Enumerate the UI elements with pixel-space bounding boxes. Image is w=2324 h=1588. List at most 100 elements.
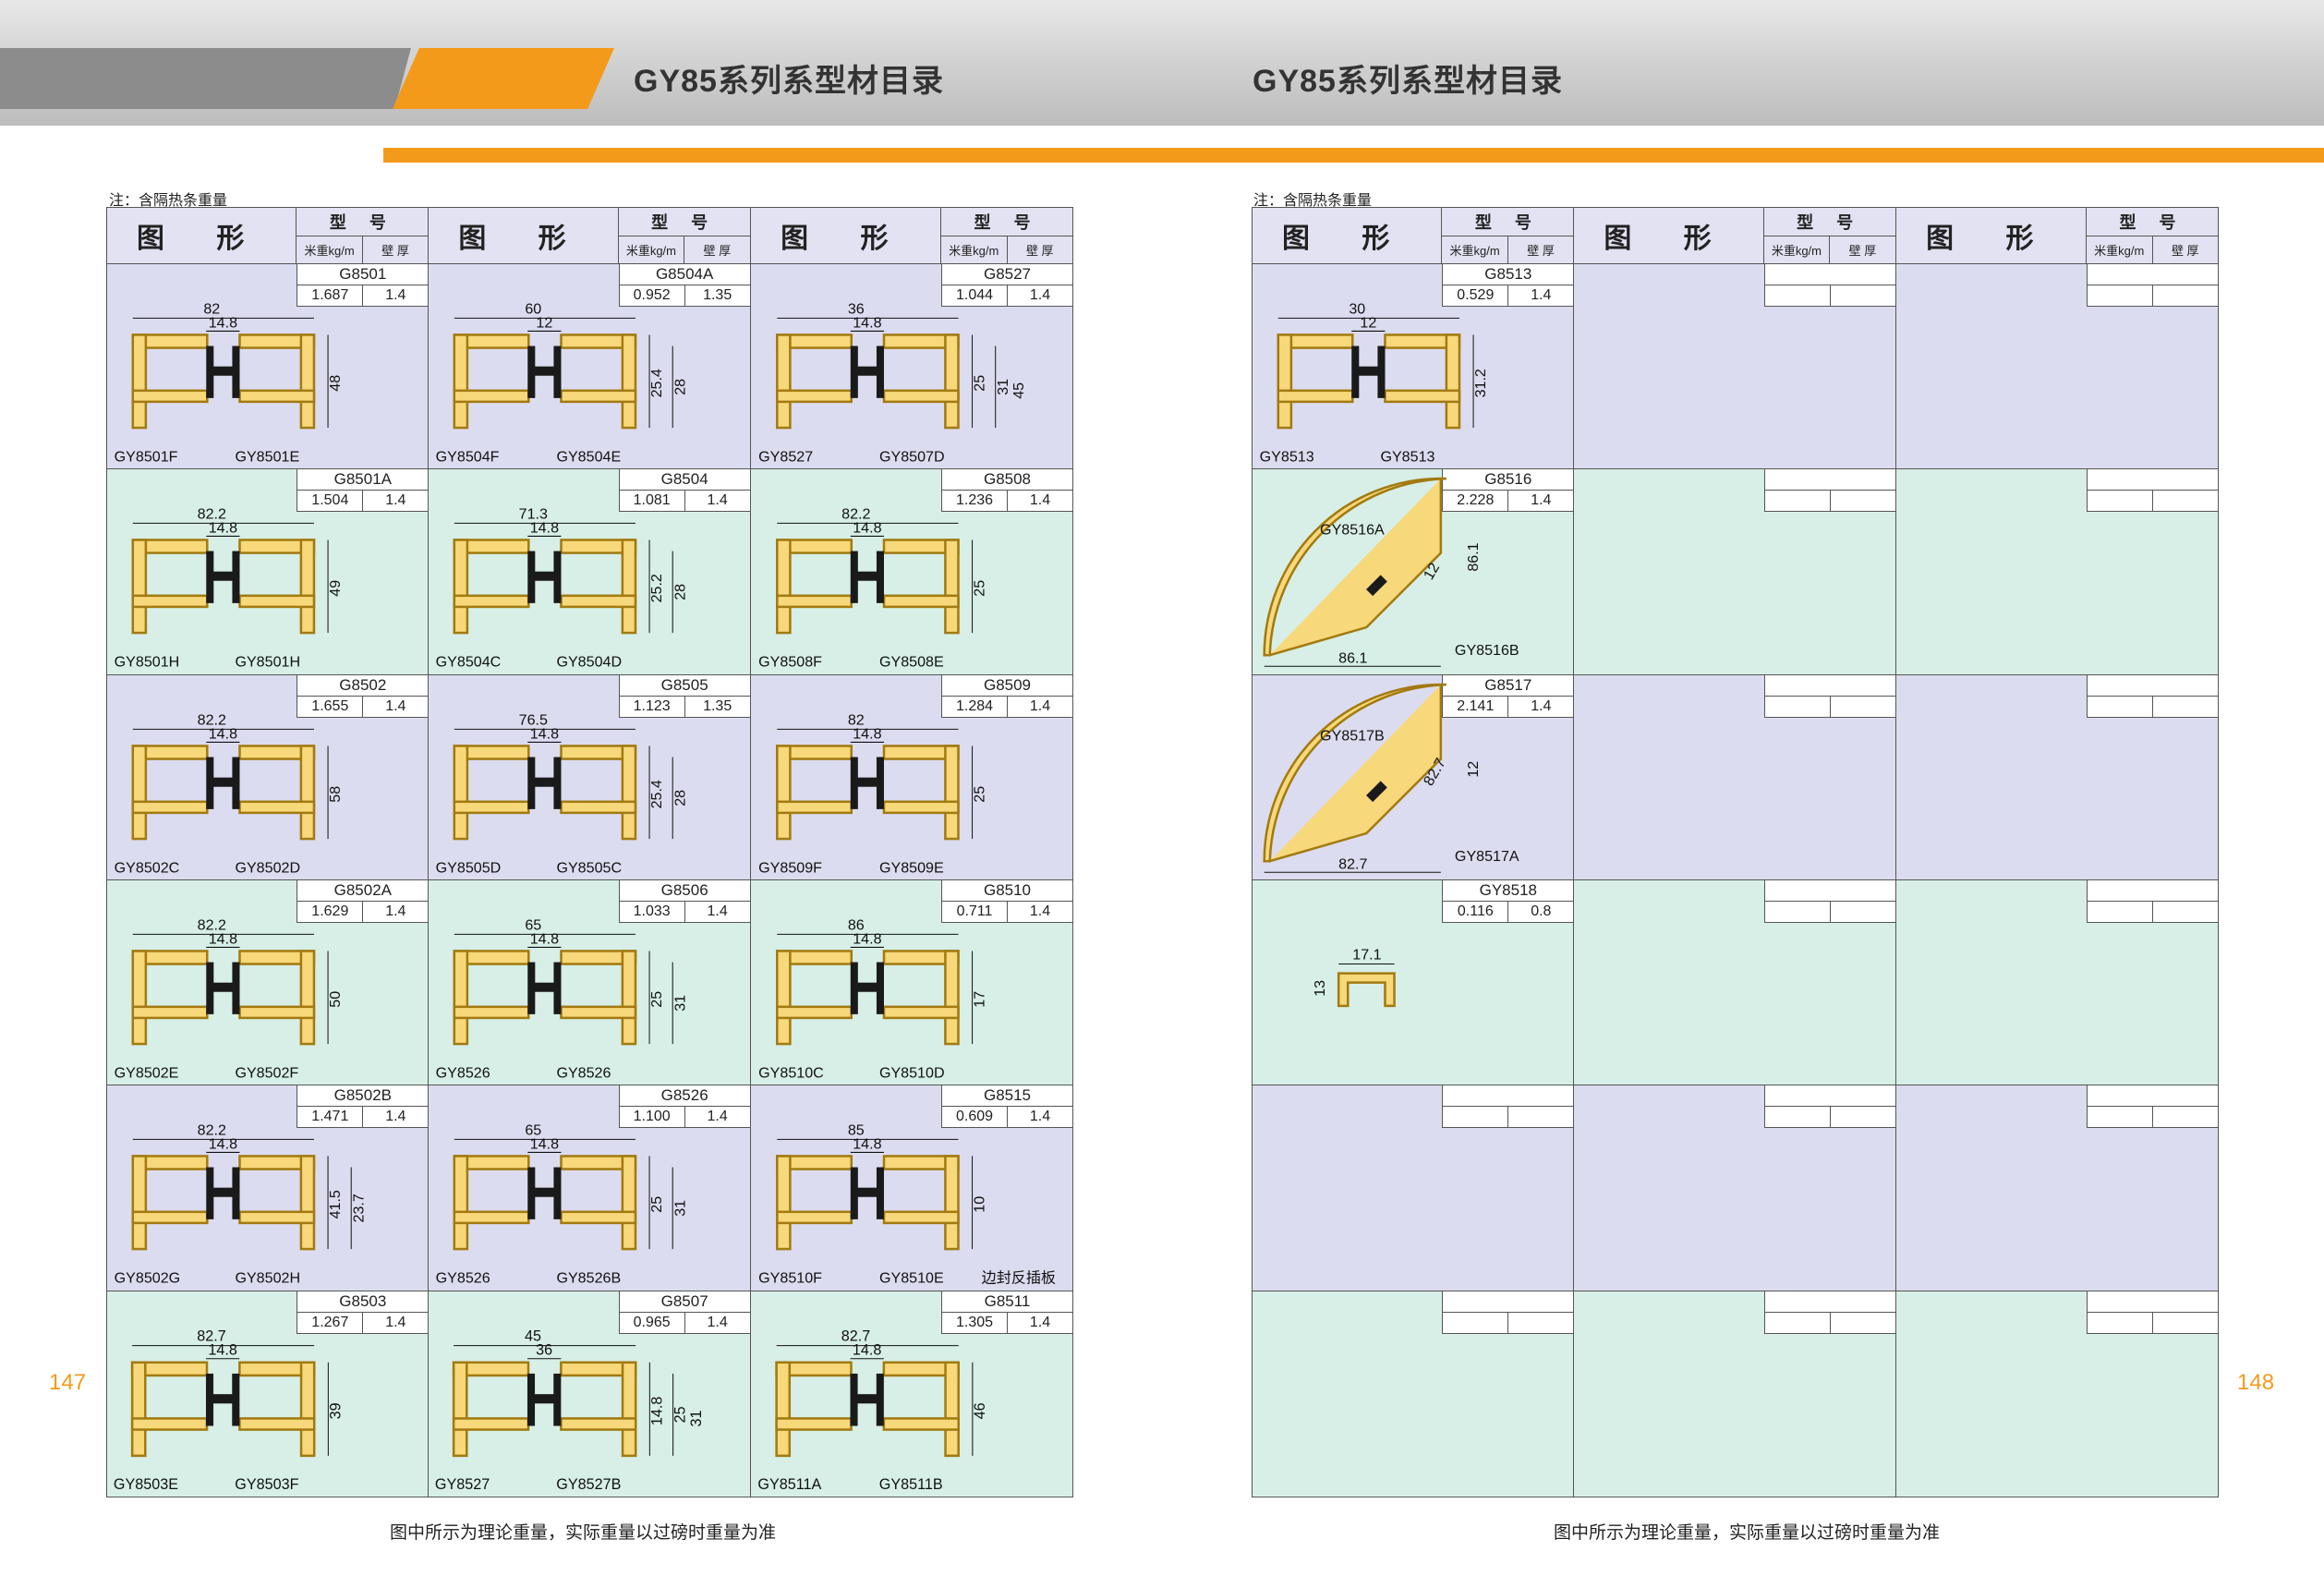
weight-value: 1.100 — [620, 1107, 685, 1128]
thermal-break — [855, 1393, 878, 1403]
profile-part — [621, 950, 637, 1046]
dimension-label: 86.1 — [1338, 650, 1367, 667]
note-left: 注：含隔热条重量 — [109, 193, 228, 209]
weight-value: 0.116 — [1443, 901, 1509, 922]
thermal-break — [553, 551, 562, 604]
thickness-value: 1.4 — [1531, 287, 1552, 303]
profile-part — [560, 594, 637, 609]
weight-value: 1.081 — [620, 491, 685, 512]
clip-profile — [1337, 972, 1396, 1008]
header-orange-stripe — [383, 148, 2324, 163]
profile-part — [1384, 389, 1461, 404]
thickness-value — [2153, 1313, 2218, 1333]
thermal-break — [232, 551, 240, 604]
profile-part — [775, 1005, 853, 1020]
thermal-break — [850, 345, 858, 398]
thickness-value: 1.4 — [1531, 492, 1552, 509]
profile-part — [943, 1155, 960, 1251]
header-weight: 米重kg/m — [1764, 236, 1831, 263]
dimension-label: 14.8 — [853, 314, 881, 331]
spec-box — [1763, 1085, 1895, 1129]
dimension-label: 82.2 — [841, 506, 870, 523]
thermal-break — [876, 757, 884, 809]
thickness-value: 1.4 — [707, 492, 728, 509]
weight-value: 1.267 — [297, 1312, 364, 1333]
dimension-label: 31 — [994, 379, 1011, 395]
thermal-break — [855, 366, 878, 376]
thermal-break — [876, 1167, 884, 1220]
thermal-break — [232, 1167, 240, 1220]
thickness-value: 1.4 — [1029, 903, 1051, 919]
profile-part — [299, 950, 316, 1046]
weight-value — [1443, 1107, 1509, 1128]
dimension-label: 41.5 — [327, 1190, 344, 1218]
part-label: GY8501E — [235, 448, 299, 465]
dimension-label: 12 — [537, 314, 553, 331]
weight-value: 0.711 — [942, 901, 1008, 922]
profile-part — [943, 1361, 960, 1457]
thermal-break — [212, 982, 235, 992]
thermal-break — [850, 551, 858, 604]
thermal-break — [876, 345, 884, 398]
profile-part — [775, 950, 792, 1046]
part-label: GY8505D — [436, 859, 502, 876]
part-label: GY8507D — [879, 448, 945, 465]
dimension-label: 50 — [327, 991, 344, 1008]
thermal-break — [855, 1187, 878, 1198]
profile-code: G8504A — [619, 264, 750, 285]
header-thickness: 壁 厚 — [1848, 243, 1877, 258]
thermal-break — [533, 571, 556, 582]
profile-code: G8504 — [619, 469, 750, 491]
thickness-value: 1.4 — [1029, 1109, 1051, 1125]
thickness-value: 1.35 — [703, 697, 732, 714]
thermal-break — [855, 571, 878, 582]
profile-code: G8506 — [619, 880, 750, 902]
profile-part — [1277, 333, 1293, 430]
weight-value — [1443, 1312, 1509, 1333]
thermal-break — [850, 1167, 858, 1220]
thickness-value: 1.4 — [1029, 697, 1051, 714]
corner-profile — [1263, 478, 1446, 657]
thickness-value — [2153, 285, 2218, 306]
header-model: 型 号 — [941, 208, 1072, 236]
profile-part — [943, 539, 960, 635]
dimension-label: 14.8 — [530, 930, 559, 947]
part-label: GY8502D — [235, 859, 300, 876]
part-label: GY8510D — [879, 1064, 945, 1081]
spec-box — [1763, 264, 1895, 307]
weight-value: 1.305 — [942, 1312, 1008, 1333]
header-model: 型 号 — [2087, 208, 2218, 236]
dimension-label: 25 — [971, 375, 987, 392]
dimension-label: 85 — [848, 1122, 865, 1139]
profile-part — [882, 594, 960, 609]
profile-part — [130, 1416, 209, 1431]
profile-part — [882, 1416, 960, 1431]
dimension-label: 82.2 — [198, 506, 226, 523]
profile-part — [621, 1155, 637, 1251]
profile-part — [131, 594, 209, 609]
profile-code — [2088, 1085, 2218, 1108]
thermal-break — [206, 757, 214, 809]
weight-value: 1.629 — [297, 901, 364, 922]
header-figure: 图 形 — [1896, 208, 2087, 263]
dimension-label: 17.1 — [1352, 947, 1381, 964]
spec-box — [2087, 674, 2218, 718]
profile-code: G8515 — [942, 1085, 1072, 1108]
weight-value: 1.504 — [297, 491, 364, 512]
dimension-label: 14.8 — [530, 1136, 559, 1153]
thermal-break — [232, 345, 240, 398]
part-label: GY8516A — [1320, 522, 1385, 539]
